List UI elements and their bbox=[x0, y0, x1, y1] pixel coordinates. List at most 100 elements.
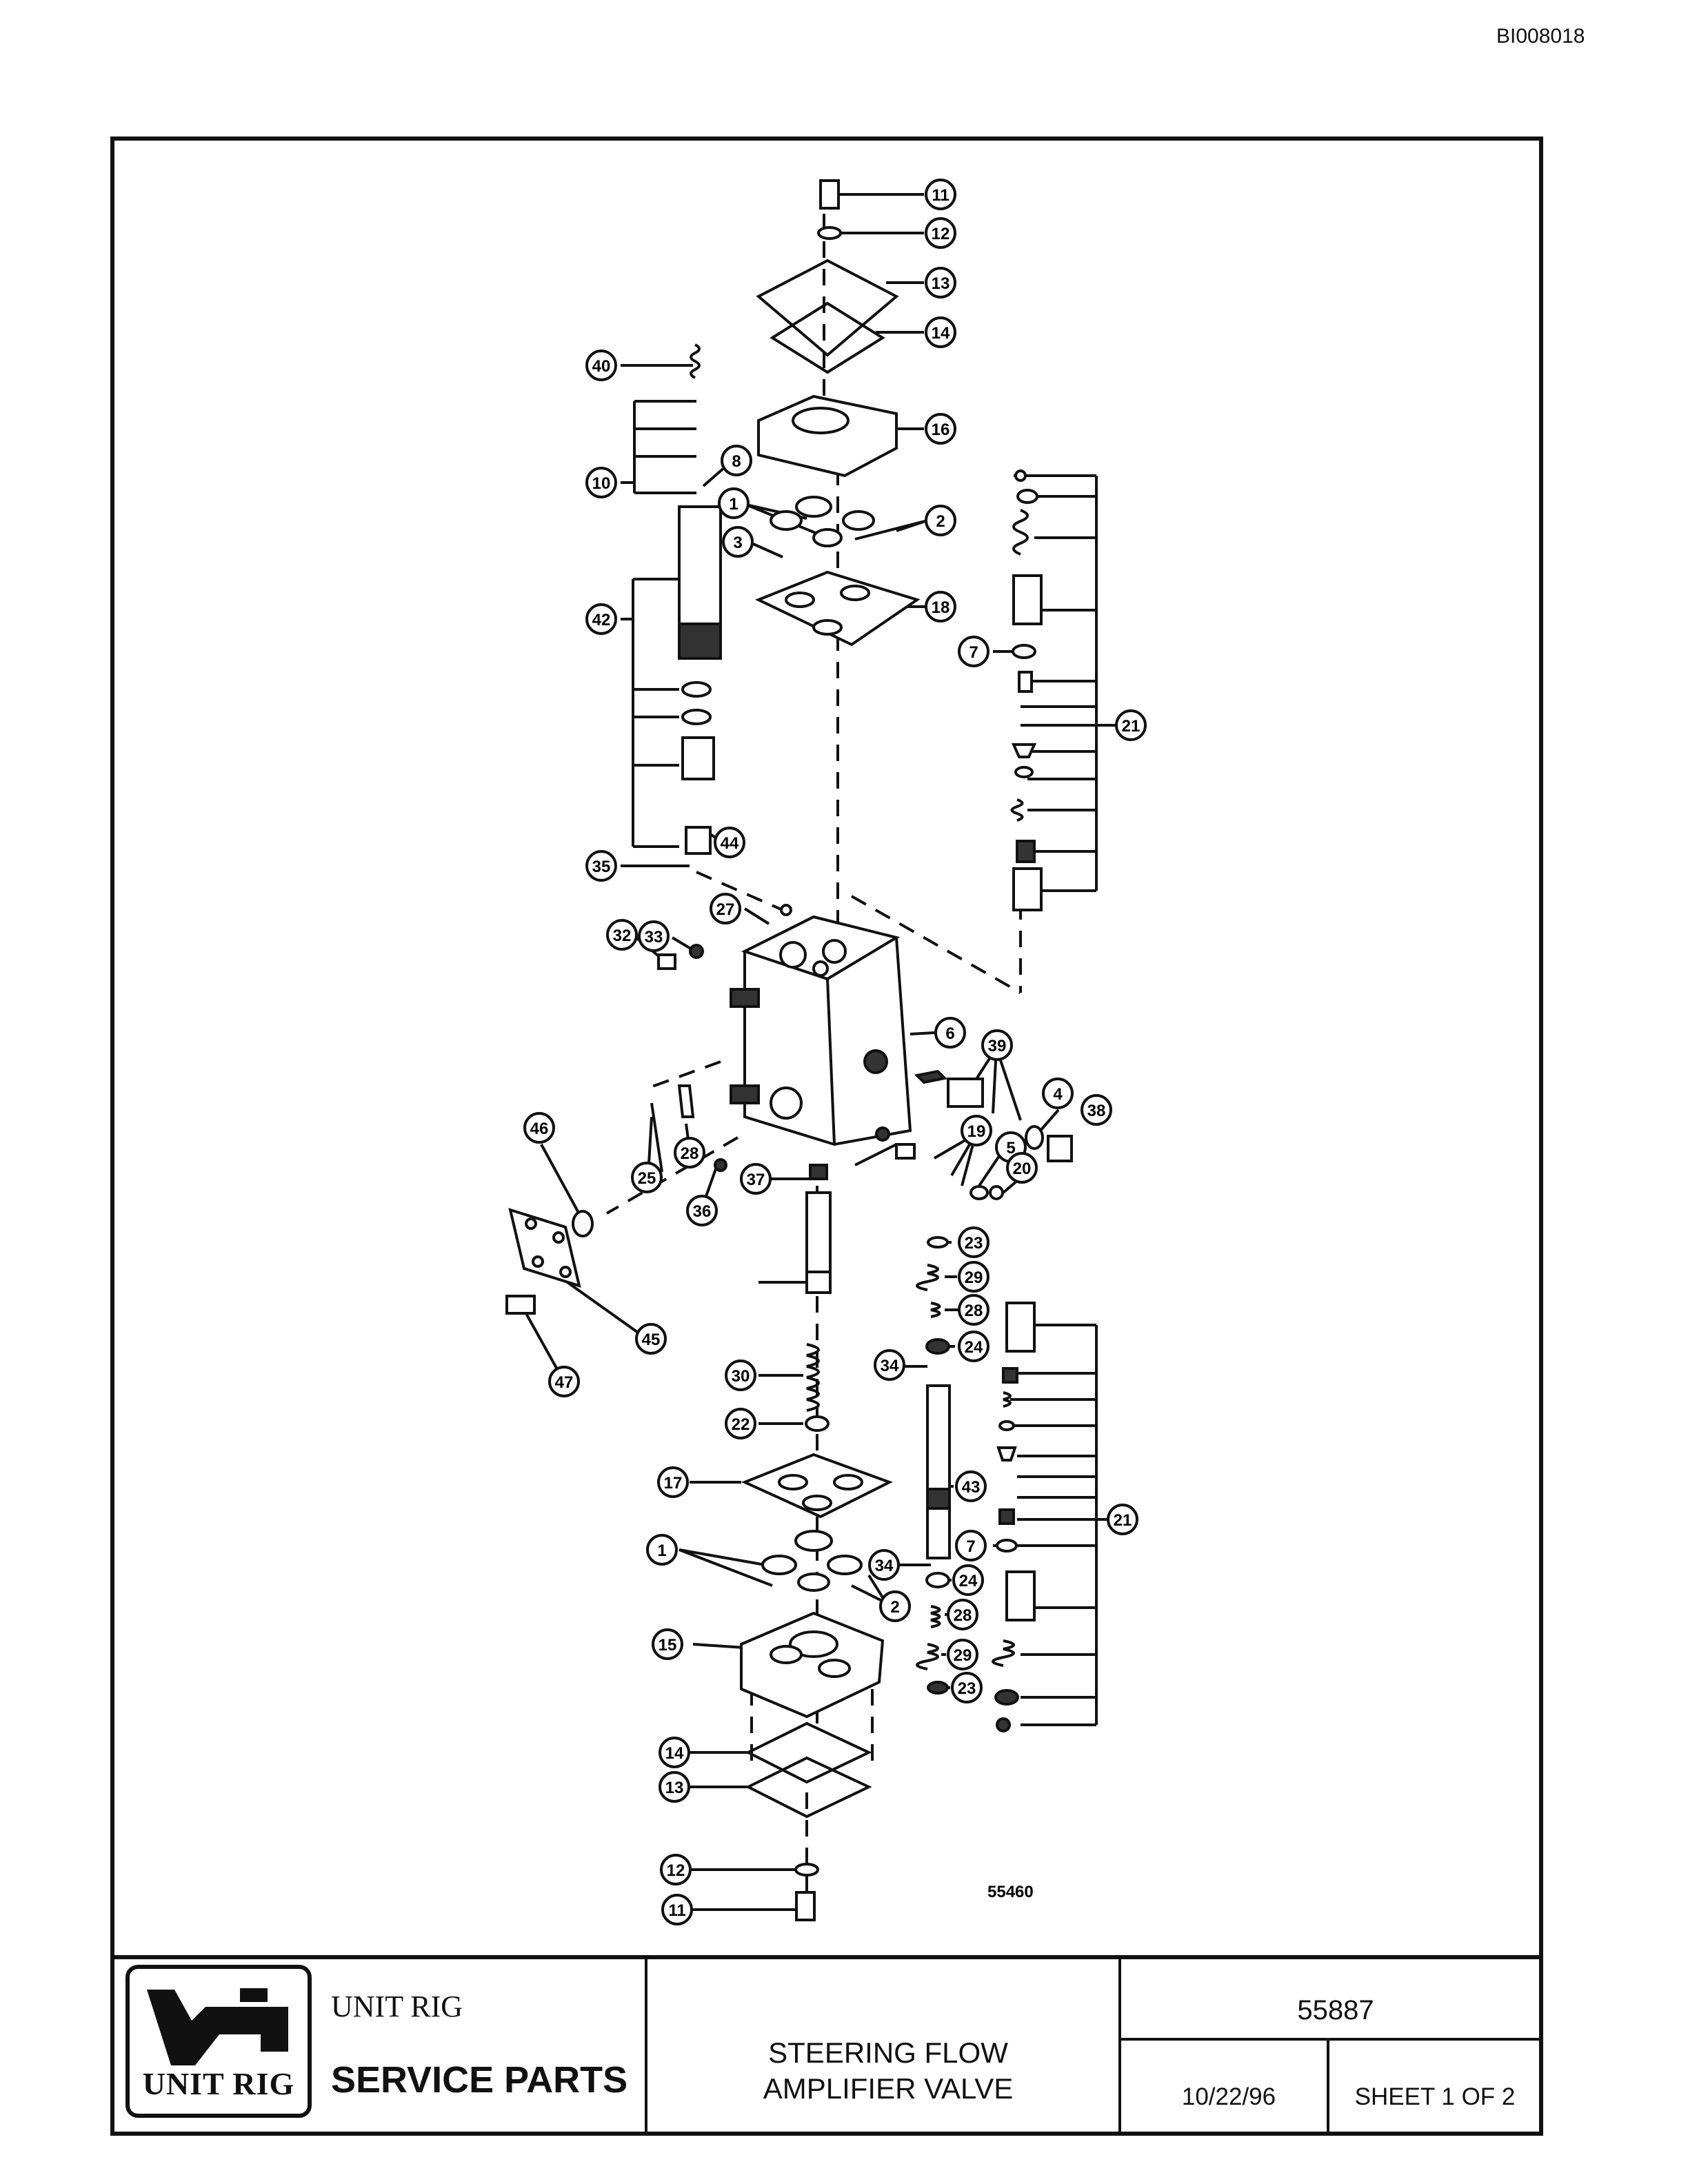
callout-label: 3 bbox=[733, 534, 742, 552]
callout-label: 1 bbox=[657, 1541, 666, 1560]
logo-mark bbox=[147, 1988, 288, 2065]
callout-27: 27 bbox=[710, 893, 741, 924]
callout-36: 36 bbox=[686, 1195, 718, 1226]
callout-20: 20 bbox=[1006, 1152, 1038, 1184]
title-divider-h bbox=[1118, 2038, 1543, 2041]
callout-4: 4 bbox=[1042, 1078, 1074, 1109]
callout-label: 28 bbox=[965, 1302, 983, 1320]
callout-label: 37 bbox=[747, 1171, 765, 1189]
callout-label: 45 bbox=[642, 1331, 661, 1349]
service-parts-label: SERVICE PARTS bbox=[331, 2059, 628, 2101]
part-shapes bbox=[505, 179, 1073, 1921]
callout-label: 24 bbox=[959, 1572, 978, 1590]
callout-label: 18 bbox=[932, 598, 950, 617]
logo-text: UNIT RIG bbox=[142, 2066, 295, 2101]
callout-label: 23 bbox=[965, 1234, 983, 1253]
callout-44: 44 bbox=[714, 827, 745, 858]
unit-rig-logo: UNIT RIG bbox=[125, 1965, 312, 2118]
callout-label: 32 bbox=[613, 927, 632, 945]
callout-13: 13 bbox=[659, 1771, 690, 1803]
callout-1: 1 bbox=[646, 1534, 678, 1566]
callout-label: 6 bbox=[945, 1024, 954, 1043]
callout-43: 43 bbox=[955, 1470, 987, 1502]
callout-32: 32 bbox=[606, 919, 638, 951]
callout-label: 1 bbox=[729, 495, 738, 514]
callout-15: 15 bbox=[652, 1628, 683, 1660]
callout-label: 47 bbox=[555, 1373, 574, 1392]
callout-label: 12 bbox=[932, 225, 950, 243]
callout-29: 29 bbox=[947, 1639, 978, 1670]
callout-label: 16 bbox=[932, 421, 950, 439]
callout-label: 29 bbox=[965, 1268, 983, 1287]
callout-14: 14 bbox=[659, 1737, 690, 1768]
callout-label: 44 bbox=[721, 834, 739, 853]
callout-30: 30 bbox=[725, 1359, 756, 1391]
document-id: BI008018 bbox=[1496, 25, 1585, 48]
callout-label: 34 bbox=[875, 1557, 894, 1575]
callout-17: 17 bbox=[657, 1466, 689, 1498]
callout-28: 28 bbox=[674, 1137, 705, 1169]
callout-7: 7 bbox=[958, 636, 989, 667]
callout-38: 38 bbox=[1081, 1094, 1112, 1126]
callout-18: 18 bbox=[925, 591, 956, 623]
callout-label: 2 bbox=[890, 1598, 899, 1617]
callout-29: 29 bbox=[958, 1261, 989, 1293]
callout-16: 16 bbox=[925, 413, 956, 445]
callout-12: 12 bbox=[925, 217, 956, 249]
title-line-2: AMPLIFIER VALVE bbox=[763, 2072, 1014, 2105]
callout-12: 12 bbox=[660, 1854, 692, 1885]
title-line-1: STEERING FLOW bbox=[768, 2036, 1008, 2069]
callout-label: 12 bbox=[667, 1861, 685, 1880]
callout-label: 29 bbox=[954, 1646, 972, 1665]
callout-label: 40 bbox=[592, 357, 611, 376]
callout-21: 21 bbox=[1115, 709, 1147, 741]
callout-label: 8 bbox=[732, 452, 741, 471]
callout-label: 22 bbox=[732, 1415, 750, 1434]
callout-label: 28 bbox=[681, 1144, 699, 1163]
drawing-date: 10/22/96 bbox=[1181, 2083, 1276, 2110]
callout-6: 6 bbox=[934, 1017, 966, 1049]
callout-11: 11 bbox=[661, 1894, 693, 1925]
callout-label: 14 bbox=[665, 1744, 684, 1763]
callout-11: 11 bbox=[925, 179, 956, 210]
callout-label: 23 bbox=[958, 1679, 976, 1698]
callout-label: 5 bbox=[1006, 1139, 1015, 1157]
callout-47: 47 bbox=[548, 1366, 580, 1397]
sheet-number: SHEET 1 OF 2 bbox=[1354, 2083, 1516, 2110]
drawing-number: 55887 bbox=[1297, 1995, 1374, 2025]
callout-34: 34 bbox=[874, 1349, 905, 1381]
callout-40: 40 bbox=[585, 350, 617, 381]
callout-label: 11 bbox=[668, 1901, 685, 1920]
title-block bbox=[110, 1955, 1543, 2136]
callout-label: 7 bbox=[966, 1537, 975, 1556]
drawing-title: STEERING FLOW AMPLIFIER VALVE bbox=[654, 2035, 1123, 2107]
callout-8: 8 bbox=[721, 445, 752, 476]
title-divider-2 bbox=[1118, 1955, 1121, 2136]
callout-label: 14 bbox=[932, 324, 950, 343]
callout-label: 15 bbox=[659, 1636, 677, 1655]
callout-2: 2 bbox=[925, 505, 956, 536]
callout-24: 24 bbox=[958, 1331, 989, 1362]
callout-label: 21 bbox=[1122, 717, 1141, 736]
callout-28: 28 bbox=[947, 1599, 978, 1630]
callout-label: 13 bbox=[932, 274, 950, 293]
callout-13: 13 bbox=[925, 267, 956, 299]
callout-37: 37 bbox=[740, 1163, 772, 1195]
callout-label: 46 bbox=[530, 1120, 549, 1138]
callout-label: 27 bbox=[716, 900, 735, 919]
callout-23: 23 bbox=[951, 1672, 983, 1703]
callout-label: 38 bbox=[1087, 1102, 1106, 1120]
callout-25: 25 bbox=[631, 1162, 663, 1193]
callout-34: 34 bbox=[868, 1549, 900, 1581]
callout-label: 43 bbox=[962, 1478, 981, 1497]
callout-2: 2 bbox=[879, 1590, 911, 1622]
callout-label: 25 bbox=[638, 1169, 656, 1188]
callout-10: 10 bbox=[585, 467, 617, 498]
callout-35: 35 bbox=[585, 850, 617, 882]
callout-14: 14 bbox=[925, 316, 956, 348]
callout-19: 19 bbox=[961, 1115, 992, 1146]
callout-label: 17 bbox=[664, 1474, 683, 1493]
callout-1: 1 bbox=[718, 487, 750, 519]
title-divider-1 bbox=[645, 1955, 647, 2136]
